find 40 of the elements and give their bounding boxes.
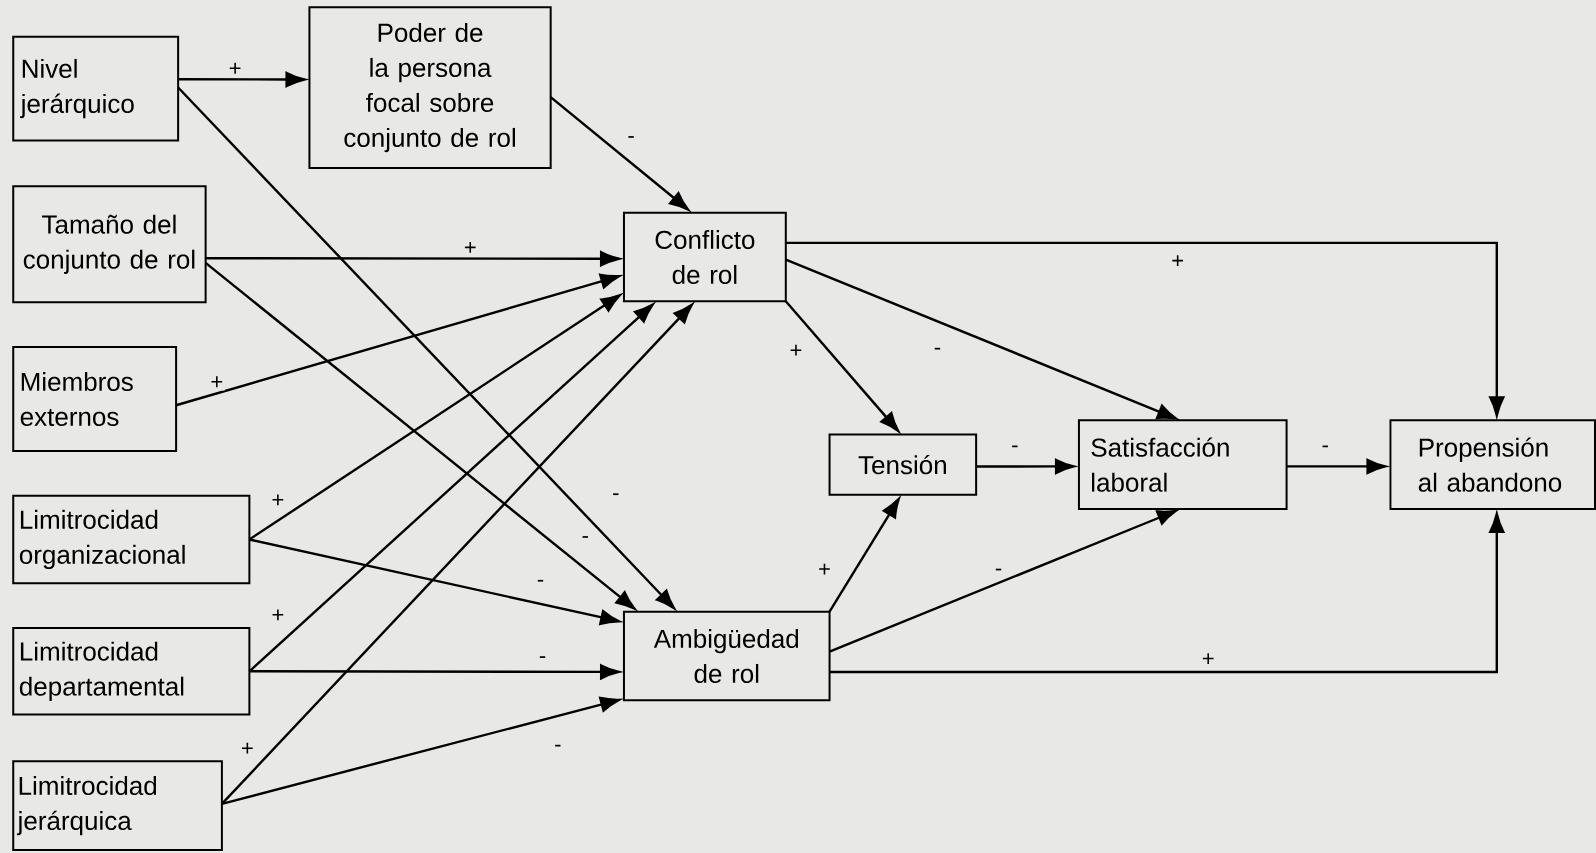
arrow	[248, 303, 654, 673]
edge-label: -	[932, 346, 943, 356]
box: Tensión	[828, 433, 978, 496]
edge-label: -	[1320, 444, 1331, 454]
edge-label: -	[580, 534, 591, 545]
arrow	[828, 497, 900, 613]
arrow	[785, 241, 1505, 417]
box: Limitrocidad organizacional	[12, 494, 251, 585]
box: Propensión al abandono	[1389, 419, 1596, 510]
box: Satisfacción laboral	[1077, 419, 1288, 510]
box: Miembros externos	[12, 346, 178, 452]
arrow	[829, 512, 1505, 674]
edge-label: -	[535, 578, 546, 589]
arrow	[221, 303, 693, 805]
arrow	[204, 261, 636, 610]
arrow	[177, 86, 675, 610]
arrow	[549, 96, 690, 211]
box: Ambigüedad de rol	[622, 610, 831, 702]
edge-label: -	[610, 491, 621, 502]
edge-label: +	[239, 741, 256, 757]
box: Conflicto de rol	[622, 211, 787, 303]
arrow	[248, 294, 621, 541]
edge-label: -	[625, 134, 637, 145]
box: Nivel jerárquico	[12, 35, 180, 142]
arrow	[829, 509, 1178, 653]
box: Tamaño del conjunto de rol	[12, 185, 207, 304]
edge-label: -	[537, 654, 548, 665]
box: Limitrocidad departamental	[12, 627, 251, 716]
box: Poder de la persona focal sobre conjunto de rol	[308, 6, 552, 169]
arrow	[249, 538, 621, 625]
arrow	[249, 664, 620, 680]
edge-label: -	[993, 567, 1004, 577]
arrow	[784, 300, 900, 432]
edge-label: -	[1009, 444, 1020, 454]
edge-label: -	[552, 743, 563, 753]
arrow	[175, 273, 621, 407]
arrow	[785, 258, 1178, 420]
arrow	[221, 696, 621, 805]
box: Limitrocidad jerárquica	[12, 760, 223, 851]
edge-label: +	[788, 343, 804, 359]
